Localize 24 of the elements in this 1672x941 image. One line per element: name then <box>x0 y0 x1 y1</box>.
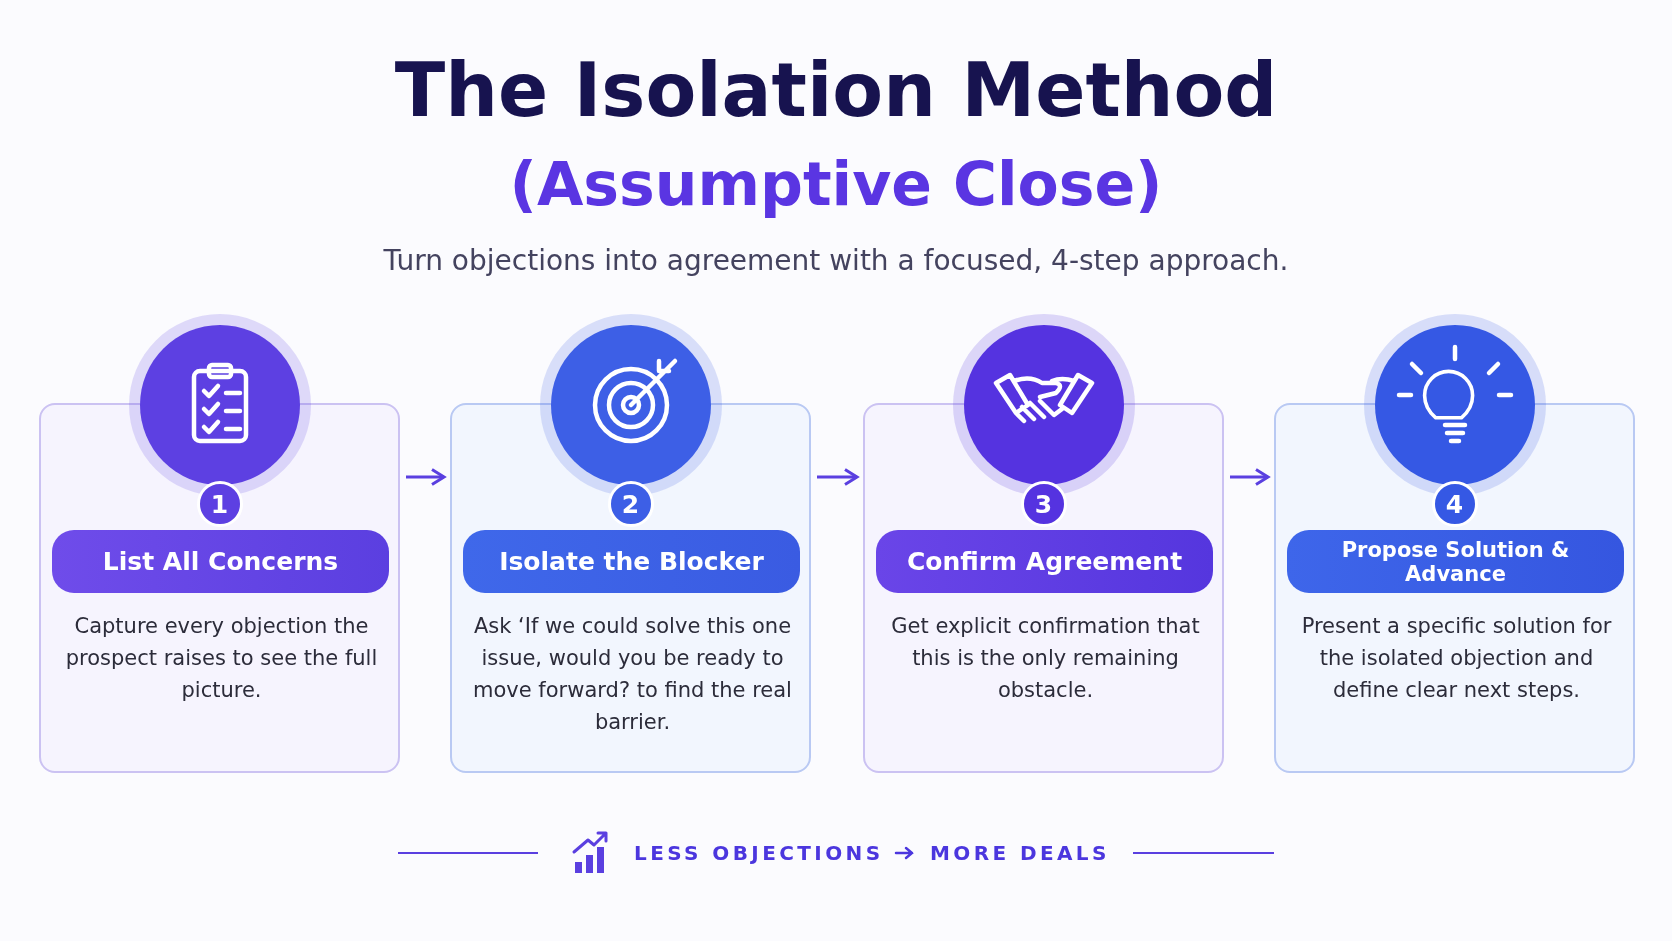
step-description: Get explicit confirmation that this is the only remaining obstacle. <box>890 613 1201 704</box>
step-description: Ask ‘If we could solve this one issue, would you be ready to move forward? to find the real barrier. <box>472 613 793 736</box>
tagline: Turn objections into agreement with a focused, 4-step approach. <box>382 243 1290 279</box>
step-description: Present a specific solution for the isolated objection and define clear next steps. <box>1300 613 1613 704</box>
footer-text: MORE DEALS <box>930 840 1110 867</box>
arrow <box>406 468 446 486</box>
step-description: Capture every objection the prospect raises to see the full picture. <box>64 613 379 704</box>
step-card <box>39 403 400 773</box>
step-number: 2 <box>607 481 654 527</box>
arrow <box>817 468 859 486</box>
footer-text: LESS OBJECTIONS <box>634 840 884 867</box>
arrow <box>1230 468 1270 486</box>
step-card <box>1274 403 1635 773</box>
step-card <box>863 403 1224 773</box>
step-number: 4 <box>1431 481 1478 527</box>
step-title: Isolate the Blocker <box>463 530 800 593</box>
step-title: List All Concerns <box>52 530 389 593</box>
subtitle: (Assumptive Close) <box>508 148 1164 221</box>
step-title: Propose Solution & Advance <box>1287 530 1624 593</box>
step-card <box>450 403 811 773</box>
step-number: 3 <box>1020 481 1067 527</box>
title: The Isolation Method <box>393 46 1279 135</box>
step-title: Confirm Agreement <box>876 530 1213 593</box>
step-number: 1 <box>196 481 243 527</box>
